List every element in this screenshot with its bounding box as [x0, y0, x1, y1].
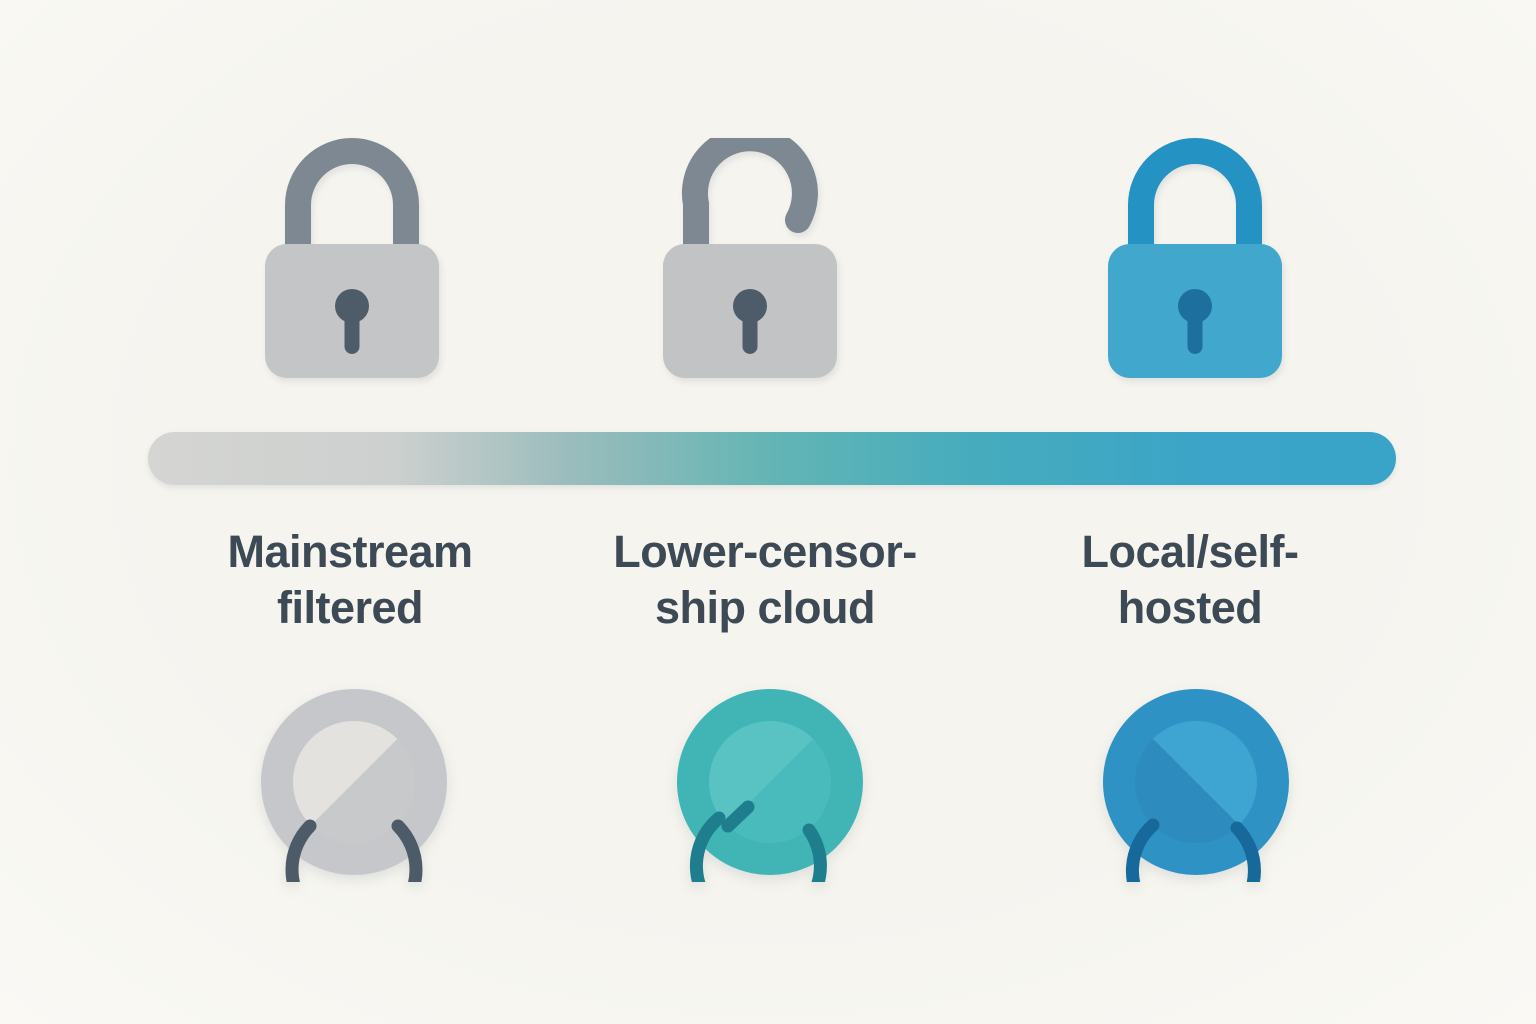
label-line: filtered: [276, 582, 424, 633]
label-line: Local/self-: [1081, 526, 1299, 577]
knob-pointer: [721, 800, 755, 833]
lock-shackle: [1128, 138, 1262, 258]
knob-arc: [1125, 818, 1261, 882]
dial-knob-icon: [677, 689, 863, 882]
lock-keyhole-stem: [1187, 310, 1203, 354]
label-line: hosted: [1117, 582, 1263, 633]
knob-face: [1135, 721, 1257, 843]
lock-closed-icon: [265, 138, 439, 378]
lock-open-icon: [663, 138, 837, 378]
label-line: Mainstream: [227, 526, 473, 577]
knob-arc: [689, 811, 827, 882]
column-label-lower-censorship-cloud: Lower-censor- ship cloud: [565, 524, 965, 636]
lock-closed-icon: [1108, 138, 1282, 378]
spectrum-gradient-bar: [148, 432, 1396, 485]
column-label-mainstream-filtered: Mainstream filtered: [150, 524, 550, 636]
lock-keyhole: [733, 289, 767, 323]
lock-keyhole: [1178, 289, 1212, 323]
lock-shackle: [285, 138, 419, 258]
knob-arc: [285, 819, 423, 882]
spectrum-bar-track: [148, 432, 1396, 485]
knob-face: [293, 721, 415, 843]
label-line: ship cloud: [655, 582, 876, 633]
lock-keyhole-stem: [742, 310, 758, 354]
lock-keyhole-stem: [344, 310, 360, 354]
lock-keyhole: [335, 289, 369, 323]
label-line: Lower-censor-: [613, 526, 917, 577]
lock-shackle-open: [681, 138, 818, 271]
dial-knob-icon: [261, 689, 447, 882]
column-label-local-self-hosted: Local/self- hosted: [990, 524, 1390, 636]
dial-knob-icon: [1103, 689, 1289, 882]
